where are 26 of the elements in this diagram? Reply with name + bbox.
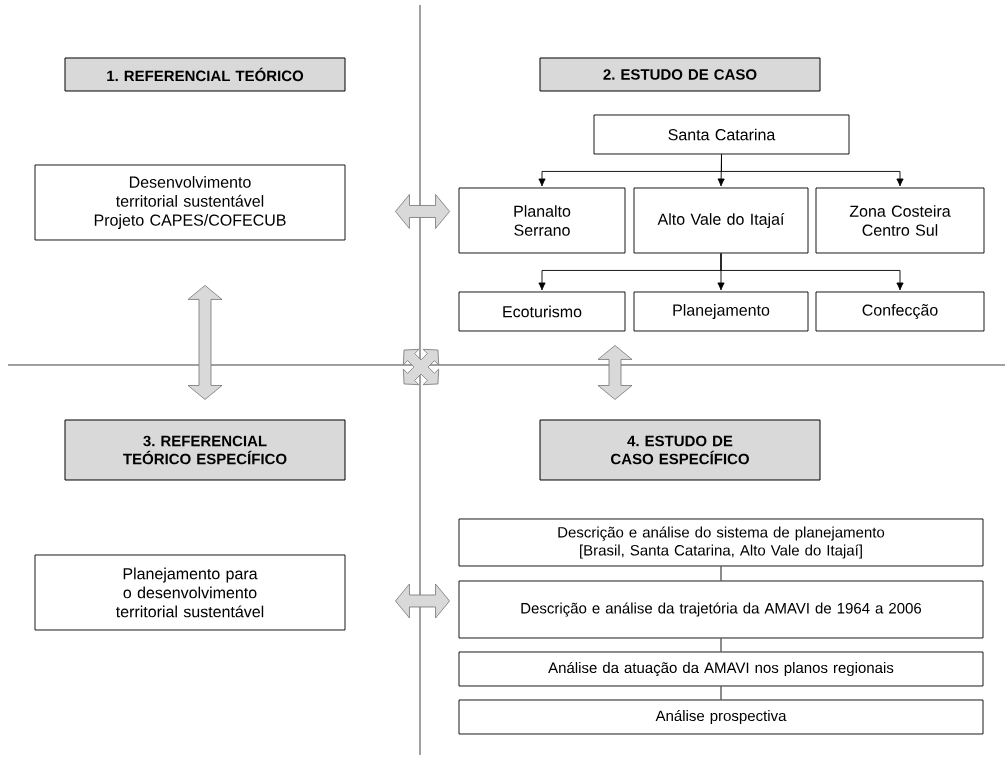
double-arrow bbox=[395, 194, 450, 229]
double-arrow bbox=[597, 345, 633, 400]
heading-box: 2. ESTUDO DE CASO bbox=[539, 57, 821, 92]
text-box: Alto Vale do Itajaí bbox=[633, 187, 809, 254]
text-box: Desenvolvimento territorial sustentável Projeto CAPES/COFECUB bbox=[34, 164, 346, 241]
text-box: Santa Catarina bbox=[593, 114, 850, 155]
text-box: Confecção bbox=[815, 291, 985, 332]
step-box: Descrição e análise da trajetória da AMAVI de 1964 a 2006 bbox=[458, 580, 984, 639]
step-box: Análise da atuação da AMAVI nos planos regionais bbox=[458, 651, 984, 687]
double-arrow bbox=[187, 285, 223, 400]
text-box: Zona Costeira Centro Sul bbox=[815, 187, 985, 254]
step-box: Análise prospectiva bbox=[458, 699, 984, 735]
text-box: Ecoturismo bbox=[458, 291, 626, 332]
text-box: Planalto Serrano bbox=[458, 187, 626, 254]
step-box: Descrição e análise do sistema de planejamento [Brasil, Santa Catarina, Alto Vale do Itajaí] bbox=[458, 518, 984, 567]
heading-box: 3. REFERENCIAL TEÓRICO ESPECÍFICO bbox=[64, 419, 346, 481]
connector-line bbox=[720, 686, 722, 700]
double-arrow bbox=[395, 583, 450, 619]
connector-line bbox=[720, 566, 722, 581]
arrow bbox=[720, 253, 904, 291]
heading-box: 4. ESTUDO DE CASO ESPECÍFICO bbox=[539, 419, 821, 481]
heading-box: 1. REFERENCIAL TEÓRICO bbox=[64, 57, 346, 92]
text-box: Planejamento bbox=[633, 291, 809, 332]
arrow bbox=[721, 154, 904, 187]
text-box: Planejamento para o desenvolvimento territorial sustentável bbox=[34, 554, 346, 631]
connector-line bbox=[720, 638, 722, 652]
